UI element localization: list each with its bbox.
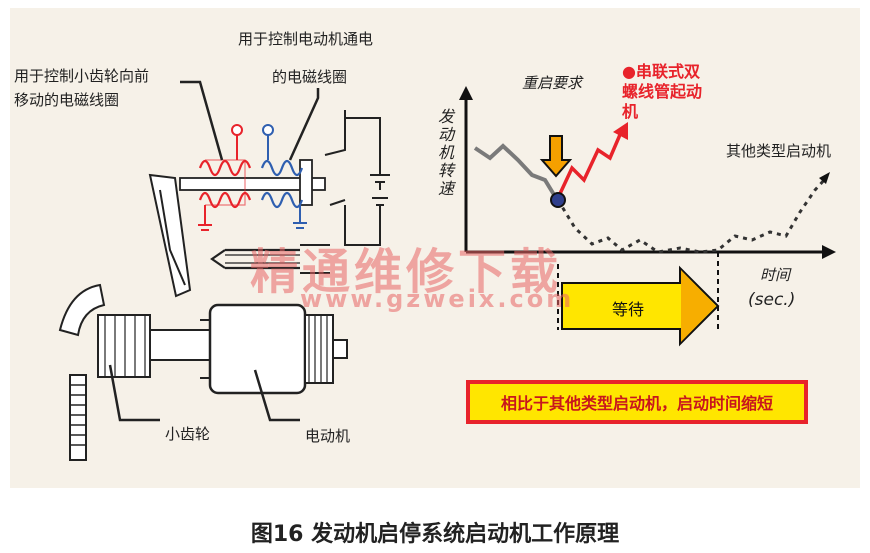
- series-engine-speed: [473, 143, 558, 200]
- comparison-banner: 相比于其他类型启动机，启动时间缩短: [466, 380, 808, 424]
- watermark-url: www.gzweix.com: [300, 285, 575, 313]
- series-other-arrowhead: [819, 172, 830, 184]
- shift-lever: [58, 173, 192, 337]
- wait-arrow: [557, 264, 720, 347]
- series-tandem-starter: [556, 129, 624, 199]
- pinion-label: 小齿轮: [165, 425, 211, 443]
- plunger-rod: [179, 159, 326, 206]
- motor-coil-label-line2: 的电磁线圈: [272, 68, 348, 86]
- other-starter-label: 其他类型启动机: [726, 142, 832, 160]
- chart-axes: [459, 86, 836, 330]
- restart-marker: [539, 135, 573, 208]
- x-axis-unit: (sec.): [748, 290, 796, 310]
- wait-label: 等待: [612, 300, 645, 319]
- x-axis-label: 时间: [760, 266, 791, 284]
- series-other-starter: [556, 176, 828, 254]
- contact-fingers: [210, 244, 330, 274]
- flywheel-gear: [69, 374, 87, 461]
- motor-solenoid-coil: [260, 124, 307, 229]
- tandem-starter-label: ●串联式双螺线管起动机: [622, 62, 703, 121]
- watermark: 精通维修下载: [250, 244, 563, 300]
- comparison-banner-text: 相比于其他类型启动机，启动时间缩短: [470, 384, 804, 420]
- motor-body: [200, 303, 348, 395]
- restart-request-label: 重启要求: [522, 74, 583, 92]
- pinion-solenoid-coil: [198, 124, 252, 231]
- motor-label: 电动机: [305, 427, 351, 445]
- motor-coil-label-line1: 用于控制电动机通电: [238, 30, 374, 48]
- figure-caption: 图16 发动机启停系统启动机工作原理: [250, 522, 620, 547]
- pinion-shaft: [97, 314, 211, 378]
- battery-circuit: [324, 110, 390, 246]
- y-axis-label: 发动机转速: [435, 108, 454, 198]
- pinion-coil-label: 用于控制小齿轮向前 移动的电磁线圈: [14, 67, 150, 109]
- series-tandem-arrowhead: [613, 122, 628, 140]
- leader-lines: [108, 80, 320, 422]
